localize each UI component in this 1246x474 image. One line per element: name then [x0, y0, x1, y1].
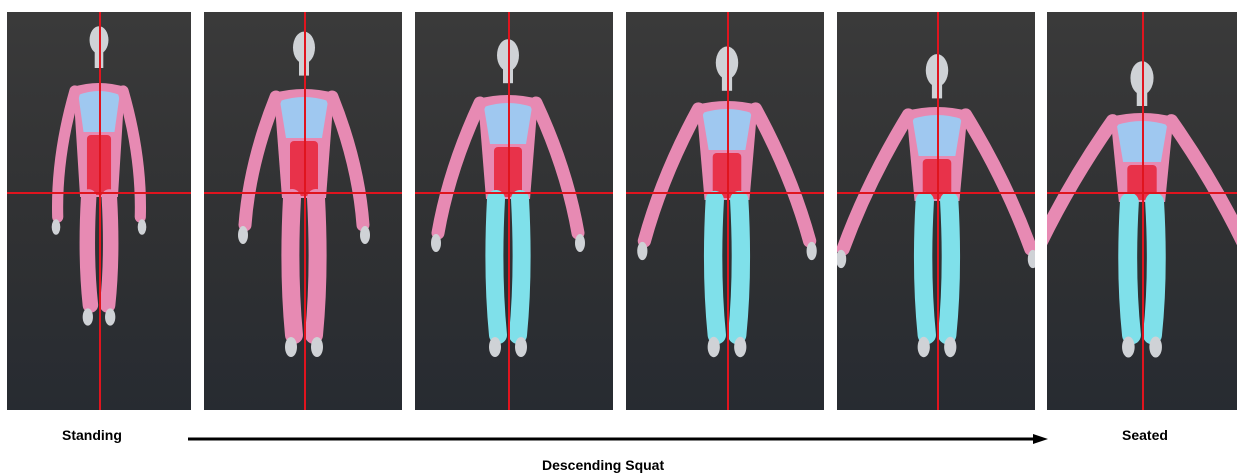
right-leg	[108, 197, 111, 305]
crosshair-vertical	[304, 12, 306, 410]
right-arm	[966, 115, 1031, 249]
descending-squat-label: Descending Squat	[542, 457, 664, 473]
standing-label: Standing	[62, 427, 122, 443]
right-arm	[536, 103, 578, 233]
left-foot	[83, 308, 93, 325]
right-foot	[734, 337, 746, 357]
left-foot	[285, 337, 297, 357]
right-hand	[575, 234, 585, 252]
left-foot	[918, 337, 930, 357]
right-arm	[1171, 121, 1237, 257]
left-leg	[1128, 202, 1132, 335]
crosshair-horizontal	[837, 192, 1035, 194]
figure-group	[837, 54, 1035, 357]
right-arm	[332, 97, 363, 225]
right-foot	[515, 337, 527, 357]
right-foot	[311, 337, 323, 357]
crosshair-horizontal	[415, 192, 613, 194]
left-hand	[431, 234, 441, 252]
seated-label: Seated	[1122, 427, 1168, 443]
body-frame-standing	[7, 12, 191, 410]
right-hand	[360, 226, 370, 244]
left-leg	[923, 201, 927, 335]
left-arm	[245, 97, 276, 225]
left-arm	[438, 103, 480, 233]
crosshair-vertical	[508, 12, 510, 410]
body-frame-squat-3	[626, 12, 824, 410]
right-hand	[807, 242, 817, 260]
right-leg	[518, 199, 522, 335]
right-arm	[123, 91, 140, 217]
left-leg	[494, 199, 498, 335]
left-hand	[637, 242, 647, 260]
crosshair-vertical	[99, 12, 101, 410]
left-hand	[238, 226, 248, 244]
left-arm	[843, 115, 908, 249]
crosshair-vertical	[1142, 12, 1144, 410]
anatomy-figure-squat-1	[204, 12, 402, 410]
left-leg	[713, 200, 717, 335]
right-leg	[314, 198, 318, 335]
body-frame-squat-4	[837, 12, 1035, 410]
left-arm	[644, 109, 698, 241]
right-foot	[944, 337, 956, 357]
left-foot	[489, 337, 501, 357]
right-leg	[947, 201, 951, 335]
left-hand	[52, 219, 61, 234]
left-foot	[708, 337, 720, 357]
crosshair-horizontal	[204, 192, 402, 194]
anatomy-figure-squat-4	[837, 12, 1035, 410]
crosshair-vertical	[727, 12, 729, 410]
anatomy-figure-squat-3	[626, 12, 824, 410]
left-leg	[290, 198, 294, 335]
anatomy-figure-squat-2	[415, 12, 613, 410]
body-frame-squat-1	[204, 12, 402, 410]
left-foot	[1122, 337, 1135, 358]
progress-arrow	[188, 434, 1048, 444]
right-leg	[737, 200, 741, 335]
right-arm	[756, 109, 810, 241]
right-leg	[1153, 202, 1157, 335]
left-arm	[58, 91, 75, 217]
right-hand	[138, 219, 147, 234]
left-leg	[87, 197, 90, 305]
right-foot	[1149, 337, 1162, 358]
right-foot	[105, 308, 115, 325]
left-arm	[1047, 121, 1113, 257]
body-frame-squat-2	[415, 12, 613, 410]
body-frame-seated	[1047, 12, 1237, 410]
crosshair-vertical	[937, 12, 939, 410]
crosshair-horizontal	[626, 192, 824, 194]
